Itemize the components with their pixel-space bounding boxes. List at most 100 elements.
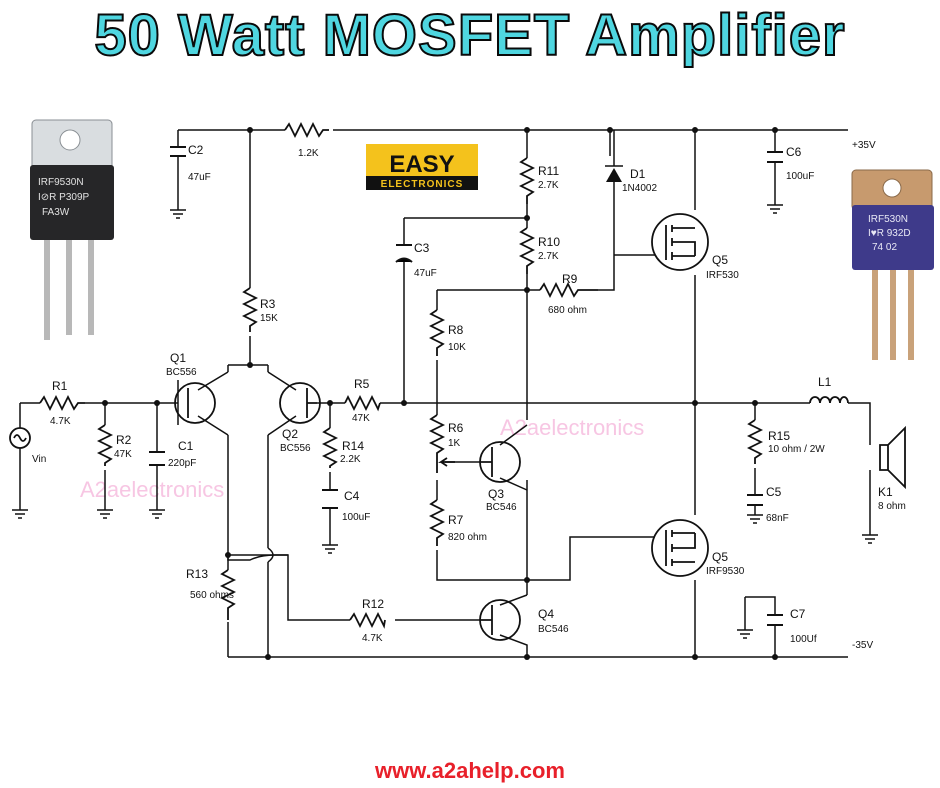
label-c7-value: 100Uf (790, 634, 817, 645)
label-r9-ref: R9 (562, 272, 578, 286)
label-r13-value: 560 ohms (190, 590, 234, 601)
resistor-r3 (241, 287, 259, 332)
label-q4-ref: Q4 (538, 607, 554, 621)
cap-c1 (149, 451, 165, 466)
label-r6-ref: R6 (448, 421, 464, 435)
mosfet-symbols (651, 213, 709, 577)
cap-c2 (170, 146, 186, 157)
label-r5-ref: R5 (354, 377, 370, 391)
label-q5a-ref: Q5 (712, 253, 728, 267)
label-c2-ref: C2 (188, 143, 204, 157)
mosfet-right-marking-1: IRF530N (868, 214, 908, 225)
label-r11-value: 2.7K (538, 180, 559, 191)
label-k1-value: 8 ohm (878, 501, 906, 512)
mosfet-q5-irf530 (651, 213, 709, 271)
label-r3-ref: R3 (260, 297, 276, 311)
label-c1-ref: C1 (178, 439, 194, 453)
mosfet-right-marking-3: 74 02 (872, 242, 897, 253)
easy-electronics-logo: EASY ELECTRONICS (366, 144, 478, 190)
component-labels: C2 47uF 1.2K R11 2.7K R10 2.7K D1 1N4002… (32, 143, 906, 645)
resistor-r6 (428, 414, 446, 473)
label-c4-ref: C4 (344, 489, 360, 503)
label-r1-ref: R1 (52, 379, 68, 393)
label-q3-ref: Q3 (488, 487, 504, 501)
resistor-symbols (39, 121, 764, 629)
label-r5-value: 47K (352, 413, 370, 424)
label-q1-ref: Q1 (170, 351, 186, 365)
label-k1-ref: K1 (878, 485, 893, 499)
label-r2-ref: R2 (116, 433, 132, 447)
pot-wiper (438, 457, 455, 467)
cap-c3 (395, 244, 413, 263)
footer-url: www.a2ahelp.com (375, 758, 565, 783)
label-r14-value: 2.2K (340, 454, 361, 465)
label-c6-ref: C6 (786, 145, 802, 159)
resistor-r13 (219, 569, 237, 620)
label-r8-value: 10K (448, 342, 466, 353)
label-r13-ref: R13 (186, 567, 208, 581)
label-q5a-value: IRF530 (706, 270, 739, 281)
label-r3-value: 15K (260, 313, 278, 324)
diode-d1 (605, 130, 623, 182)
label-c2-value: 47uF (188, 172, 211, 183)
speaker-k1 (879, 425, 906, 490)
logo-text-electronics: ELECTRONICS (381, 179, 464, 190)
watermark-2: A2aelectronics (80, 477, 224, 502)
label-q4-value: BC546 (538, 624, 569, 635)
wires (19, 129, 871, 658)
label-r15-value: 10 ohm / 2W (768, 444, 825, 455)
mosfet-photo-left: IRF9530N I⊘R P309P FA3W (30, 119, 114, 340)
cap-c4 (322, 489, 338, 509)
cap-c7 (767, 614, 783, 626)
label-r15-ref: R15 (768, 429, 790, 443)
label-d1-ref: D1 (630, 167, 646, 181)
label-c3-value: 47uF (414, 268, 437, 279)
resistor-r1 (39, 394, 85, 412)
resistor-r10 (518, 227, 536, 274)
label-c6-value: 100uF (786, 171, 814, 182)
label-q2-ref: Q2 (282, 427, 298, 441)
bjt-q1 (174, 382, 216, 424)
label-r7-ref: R7 (448, 513, 464, 527)
label-r2-value: 47K (114, 449, 132, 460)
label-q5b-value: IRF9530 (706, 566, 745, 577)
label-q1-value: BC556 (166, 367, 197, 378)
mosfet-q5-irf9530 (651, 519, 709, 577)
label-c7-ref: C7 (790, 607, 806, 621)
resistor-r12 (349, 611, 386, 629)
label-q2-value: BC556 (280, 443, 311, 454)
inductor-l1 (809, 396, 849, 404)
resistor-r11 (518, 157, 536, 204)
bjt-q2 (279, 382, 321, 424)
junction-dots (102, 127, 778, 660)
label-r10-value: 2.7K (538, 251, 559, 262)
mosfet-left-marking-1: IRF9530N (38, 177, 84, 188)
label-q5b-ref: Q5 (712, 550, 728, 564)
source-vin (9, 427, 31, 449)
label-r12-value: 4.7K (362, 633, 383, 644)
resistor-r14 (321, 427, 339, 468)
label-r9-value: 680 ohm (548, 305, 587, 316)
label-c3-ref: C3 (414, 241, 430, 255)
label-d1-value: 1N4002 (622, 183, 657, 194)
label-r6-value: 1K (448, 438, 461, 449)
resistor-r8 (428, 309, 446, 356)
resistor-1k2 (284, 121, 329, 139)
label-vin: Vin (32, 454, 46, 465)
label-r-1k2-value: 1.2K (298, 148, 319, 159)
misc-symbols (9, 396, 906, 490)
cap-c5 (747, 494, 763, 506)
capacitor-symbols (149, 146, 783, 626)
label-q3-value: BC546 (486, 502, 517, 513)
cap-c6 (767, 151, 783, 163)
page-title: 50 Watt MOSFET Amplifier (93, 2, 846, 69)
mosfet-right-marking-2: I♥R 932D (868, 228, 911, 239)
ground-symbols (12, 204, 878, 639)
resistor-r5 (344, 394, 381, 412)
label-r14-ref: R14 (342, 439, 364, 453)
watermark-1: A2aelectronics (500, 415, 644, 440)
rail-label-pos: +35V (852, 140, 876, 151)
mosfet-left-marking-3: FA3W (42, 207, 70, 218)
label-r10-ref: R10 (538, 235, 560, 249)
